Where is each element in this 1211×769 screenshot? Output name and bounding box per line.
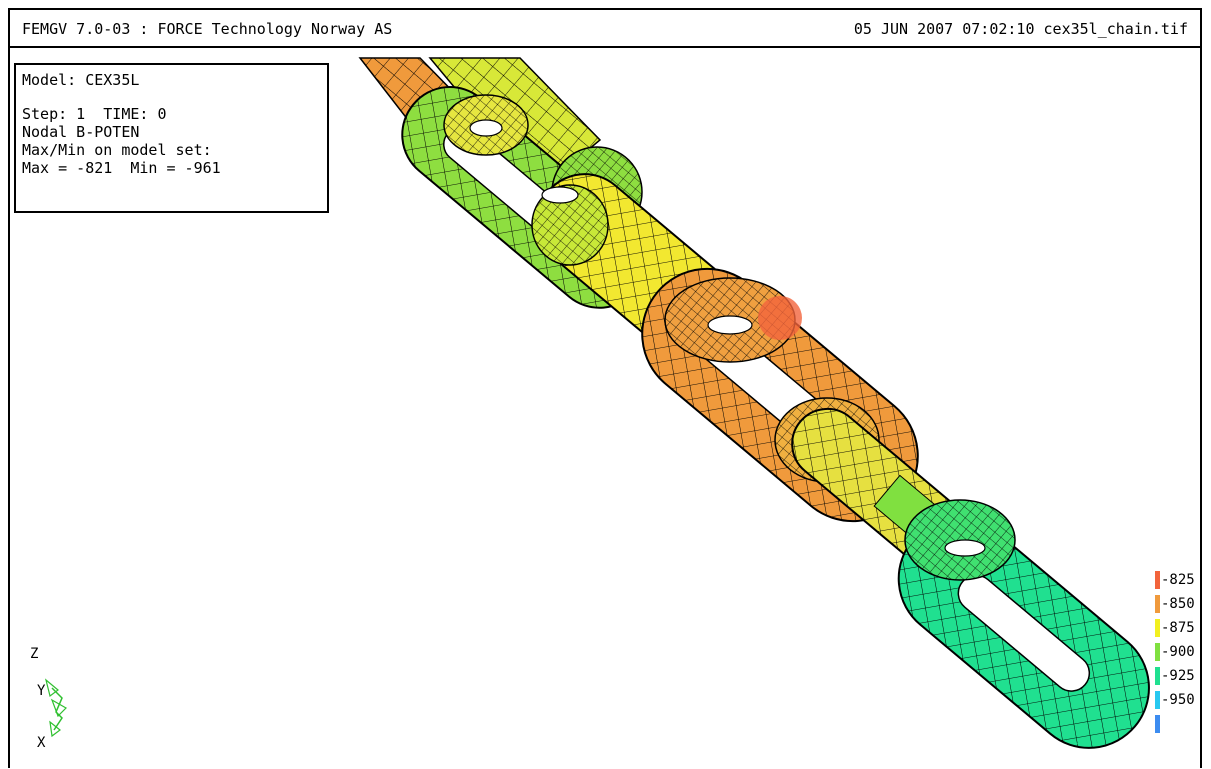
legend-swatch	[1155, 571, 1160, 589]
legend-item: -850	[1153, 595, 1211, 615]
legend-swatch	[1155, 667, 1160, 685]
legend-item: -925	[1153, 667, 1211, 687]
legend-label: -825	[1161, 572, 1195, 588]
legend-swatch	[1155, 643, 1160, 661]
axis-label-z: Z	[30, 646, 39, 662]
title-bar: FEMGV 7.0-03 : FORCE Technology Norway A…	[8, 8, 1202, 48]
axis-label-y: Y	[37, 683, 46, 699]
legend-item: -900	[1153, 643, 1211, 663]
legend-label: -925	[1161, 668, 1195, 684]
nodal-quantity: Nodal B-POTEN	[22, 123, 140, 141]
model-name: Model: CEX35L	[22, 71, 140, 89]
legend-item: -825	[1153, 571, 1211, 591]
axis-label-x: X	[37, 735, 46, 751]
model-info-box: Model: CEX35L Step: 1 TIME: 0 Nodal B-PO…	[14, 63, 329, 213]
legend-item: -875	[1153, 619, 1211, 639]
axis-triad	[44, 678, 67, 738]
legend-label: -875	[1161, 620, 1195, 636]
legend-item: -950	[1153, 691, 1211, 711]
software-title: FEMGV 7.0-03 : FORCE Technology Norway A…	[22, 20, 393, 38]
legend-label: -850	[1161, 596, 1195, 612]
legend-swatch	[1155, 691, 1160, 709]
timestamp-filename: 05 JUN 2007 07:02:10 cex35l_chain.tif	[853, 20, 1188, 38]
legend-label: -900	[1161, 644, 1195, 660]
step-time: Step: 1 TIME: 0	[22, 105, 167, 123]
legend-swatch	[1155, 619, 1160, 637]
legend-label: -950	[1161, 692, 1195, 708]
legend-swatch	[1155, 715, 1160, 733]
legend-item	[1153, 715, 1211, 735]
legend-swatch	[1155, 595, 1160, 613]
maxmin-values: Max = -821 Min = -961	[22, 159, 221, 177]
chain-link-6	[897, 499, 1150, 749]
maxmin-title: Max/Min on model set:	[22, 141, 212, 159]
